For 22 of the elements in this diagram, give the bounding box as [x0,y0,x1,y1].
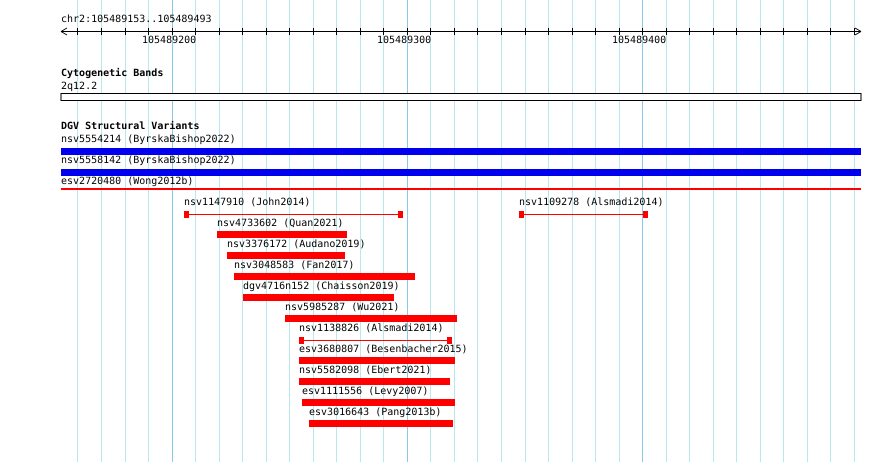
variant-label: esv3016643 (Pang2013b) [309,408,442,418]
region-label: chr2:105489153..105489493 [61,15,212,25]
variant-label: esv2720480 (Wong2012b) [61,177,194,187]
track-heading: DGV Structural Variants [61,122,200,132]
variant-label: nsv3048583 (Fan2017) [234,261,354,271]
variant-label: dgv4716n152 (Chaisson2019) [243,282,400,292]
variant-label: nsv5582098 (Ebert2021) [299,366,432,376]
variant-label: nsv1109278 (Alsmadi2014) [519,198,664,208]
band-label: 2q12.2 [61,82,98,92]
variant-label: esv1111556 (Levy2007) [302,387,428,397]
variant-label: nsv5554214 (ByrskaBishop2022) [61,135,236,145]
variant-label: nsv1138826 (Alsmadi2014) [299,324,444,334]
variant-label: nsv1147910 (John2014) [184,198,310,208]
track-heading: Cytogenetic Bands [61,69,164,79]
tick-label: 105489400 [612,36,666,46]
variant-label: nsv5985287 (Wu2021) [285,303,400,313]
variant-label: nsv5558142 (ByrskaBishop2022) [61,156,236,166]
variant-label: nsv4733602 (Quan2021) [217,219,344,229]
tick-label: 105489300 [377,36,432,46]
variant-label: nsv3376172 (Audano2019) [227,240,366,250]
variant-label: esv3680807 (Besenbacher2015) [299,345,468,355]
tick-label: 105489200 [142,36,196,46]
